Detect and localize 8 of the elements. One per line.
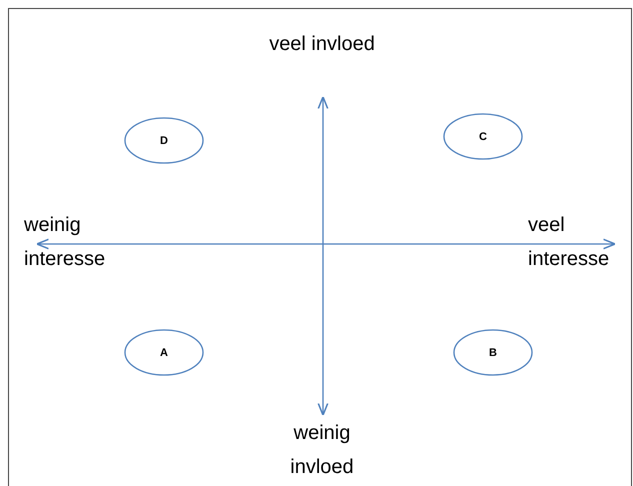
ellipse-label: B	[489, 346, 497, 358]
axis-label: veel invloed	[268, 32, 376, 57]
ellipse-label: A	[160, 346, 168, 358]
axis-label: weinig interesse	[24, 213, 106, 272]
axis-label: veel interesse	[528, 213, 610, 272]
ellipse-label: C	[479, 130, 487, 142]
ellipse-label: D	[160, 134, 168, 146]
axis-label: weinig invloed	[289, 421, 355, 480]
